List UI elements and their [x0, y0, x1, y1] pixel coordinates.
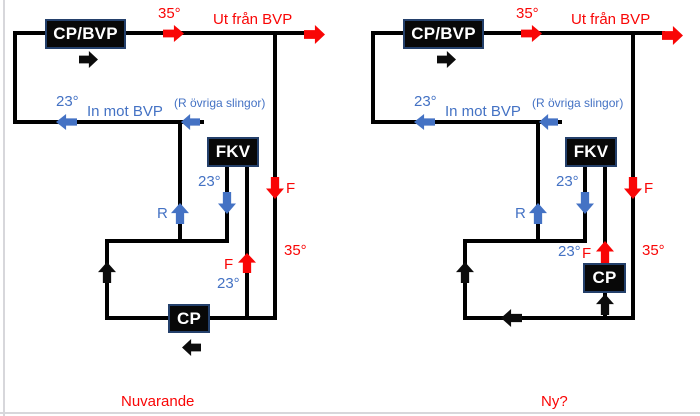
cp-bvp-direction-arrow-icon [437, 51, 456, 68]
supply-temp-label: 35° [516, 5, 539, 22]
supply-flow-arrow-icon [163, 25, 184, 42]
diagram-current: CP/BVP FKV CP 35° Ut från BVP 23° In mot… [13, 5, 325, 410]
other-loops-arrow-icon [181, 114, 200, 130]
cp-bvp-box: CP/BVP [403, 19, 484, 49]
pipe-fkv-supply-riser [245, 165, 249, 320]
in-to-bvp-label: In mot BVP [87, 103, 163, 120]
pipe-top-supply [13, 31, 307, 35]
return-marker-label: R [515, 205, 526, 222]
fkv-return-temp-label: 23° [198, 173, 221, 190]
cp-box: CP [583, 263, 626, 293]
supply-marker-label: F [644, 180, 654, 197]
in-to-bvp-label: In mot BVP [445, 103, 521, 120]
loop-riser-arrow-icon [456, 262, 474, 283]
fkv-return-temp-label: 23° [556, 173, 579, 190]
cp-inlet-arrow-icon [596, 294, 614, 315]
pipe-top-supply [371, 31, 665, 35]
pipe-return-riser [536, 122, 540, 243]
fkv-return-arrow-icon [218, 192, 236, 214]
fkv-supply-marker-label: F [582, 245, 592, 262]
fkv-return-arrow-icon [576, 192, 594, 214]
diagram-new: CP/BVP FKV CP 35° Ut från BVP 23° In mot… [358, 0, 700, 416]
pipe-mid-horizontal [105, 239, 229, 243]
bottom-flow-arrow-icon [501, 309, 522, 327]
pipe-return-horizontal [13, 120, 204, 124]
fkv-box: FKV [207, 137, 259, 167]
branch-supply-arrow-icon [266, 177, 284, 199]
supply-marker-label: F [286, 180, 296, 197]
page-edge-left [3, 0, 5, 416]
pipe-supply-branch-drop [273, 31, 277, 320]
return-flow-arrow-icon [56, 114, 77, 130]
supply-out-arrow-icon [662, 26, 683, 45]
return-riser-arrow-icon [529, 203, 547, 224]
fkv-supply-arrow-icon [238, 253, 256, 273]
other-loops-note-label: (R övriga slingor) [174, 96, 266, 110]
pipe-return-riser [178, 122, 182, 243]
fkv-supply-temp-label: 23° [558, 243, 581, 260]
branch-supply-temp-label: 35° [284, 242, 307, 259]
cp-box: CP [168, 304, 210, 333]
supply-temp-label: 35° [158, 5, 181, 22]
cp-bvp-box: CP/BVP [45, 19, 126, 49]
out-from-bvp-label: Ut från BVP [571, 11, 651, 28]
pipe-left-return-drop [371, 31, 375, 124]
diagram-caption: Ny? [541, 393, 568, 410]
return-temp-label: 23° [414, 93, 437, 110]
out-from-bvp-label: Ut från BVP [213, 11, 293, 28]
return-flow-arrow-icon [414, 114, 435, 130]
return-marker-label: R [157, 205, 168, 222]
return-temp-label: 23° [56, 93, 79, 110]
pipe-bottom-horizontal [463, 316, 635, 320]
pipe-return-horizontal [371, 120, 562, 124]
fkv-supply-temp-label: 23° [217, 275, 240, 292]
cp-direction-arrow-icon [182, 339, 201, 356]
other-loops-arrow-icon [539, 114, 558, 130]
return-riser-arrow-icon [171, 203, 189, 224]
other-loops-note-label: (R övriga slingor) [532, 96, 624, 110]
pipe-supply-branch-drop [631, 31, 635, 320]
branch-supply-arrow-icon [624, 177, 642, 199]
fkv-supply-arrow-icon [596, 241, 614, 263]
cp-bvp-direction-arrow-icon [79, 51, 98, 68]
diagram-caption: Nuvarande [121, 393, 195, 410]
branch-supply-temp-label: 35° [642, 242, 665, 259]
page-edge-bottom [0, 412, 700, 414]
loop-riser-arrow-icon [98, 262, 116, 283]
supply-flow-arrow-icon [521, 25, 542, 42]
fkv-box: FKV [565, 137, 617, 167]
supply-out-arrow-icon [304, 25, 325, 44]
pipe-left-return-drop [13, 31, 17, 124]
pipe-mid-horizontal [463, 239, 587, 243]
fkv-supply-marker-label: F [224, 256, 234, 273]
